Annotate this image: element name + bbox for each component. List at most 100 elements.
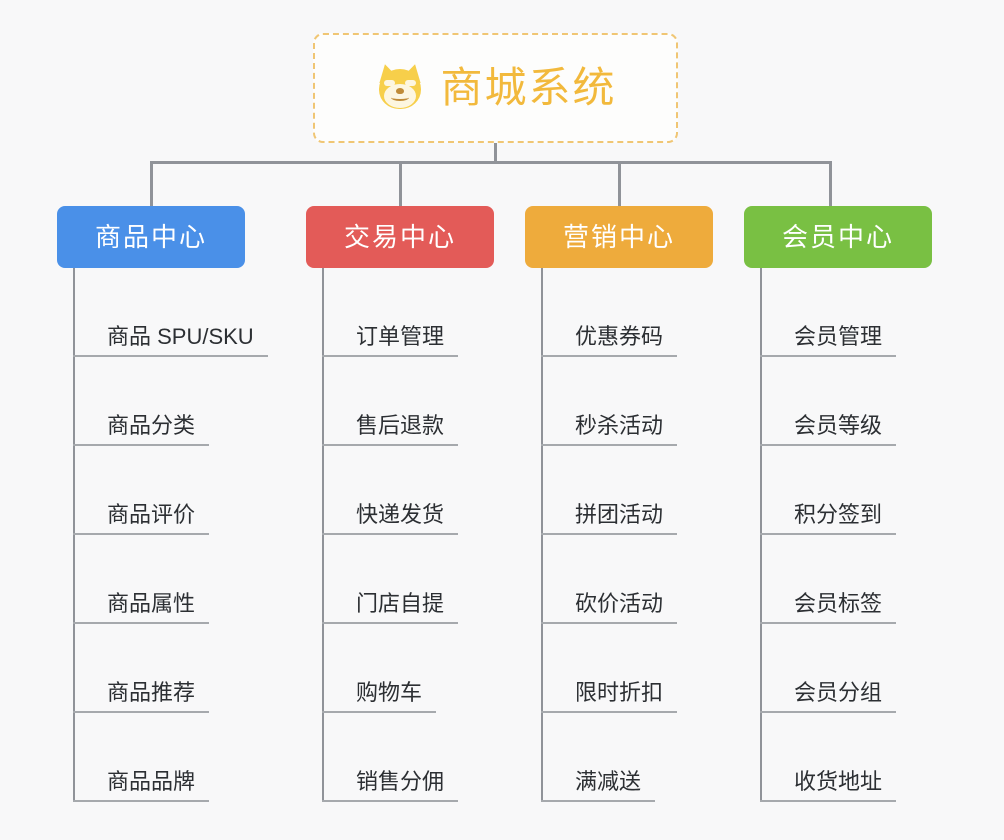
list-item[interactable]: 销售分佣 xyxy=(322,713,494,802)
list-item[interactable]: 砍价活动 xyxy=(541,535,713,624)
category-items-4: 会员管理 会员等级 积分签到 会员标签 会员分组 收货地址 xyxy=(760,268,932,802)
connector-drop-1 xyxy=(150,161,153,206)
list-item-label: 销售分佣 xyxy=(356,769,445,794)
list-item[interactable]: 会员管理 xyxy=(760,268,932,357)
list-item-underline xyxy=(541,800,656,802)
list-item-underline xyxy=(73,355,268,357)
list-item-underline xyxy=(73,622,210,624)
list-item-underline xyxy=(760,800,897,802)
list-item[interactable]: 门店自提 xyxy=(322,535,494,624)
category-column-1: 商品中心 商品 SPU/SKU 商品分类 商品评价 商品属性 商品推荐 xyxy=(57,206,268,802)
connector-drop-4 xyxy=(829,161,832,206)
category-items-3: 优惠券码 秒杀活动 拼团活动 砍价活动 限时折扣 满减送 xyxy=(541,268,713,802)
column-trunk-line xyxy=(322,268,324,802)
category-header-label: 营销中心 xyxy=(562,222,675,252)
connector-root-stub xyxy=(494,143,497,164)
list-item[interactable]: 满减送 xyxy=(541,713,713,802)
list-item-label: 快递发货 xyxy=(356,502,445,527)
dog-face-icon xyxy=(374,61,426,114)
list-item-label: 商品品牌 xyxy=(107,769,196,794)
list-item[interactable]: 购物车 xyxy=(322,624,494,713)
list-item[interactable]: 商品 SPU/SKU xyxy=(73,268,268,357)
list-item-underline xyxy=(322,800,459,802)
list-item-label: 商品评价 xyxy=(107,502,196,527)
column-trunk-line xyxy=(760,268,762,802)
category-header-3[interactable]: 营销中心 xyxy=(525,206,713,268)
list-item[interactable]: 商品属性 xyxy=(73,535,245,624)
list-item[interactable]: 售后退款 xyxy=(322,357,494,446)
list-item-label: 商品分类 xyxy=(107,413,196,438)
list-item-label: 优惠券码 xyxy=(575,324,664,349)
list-item-underline xyxy=(541,711,678,713)
list-item[interactable]: 秒杀活动 xyxy=(541,357,713,446)
list-item[interactable]: 商品推荐 xyxy=(73,624,245,713)
list-item-label: 砍价活动 xyxy=(575,591,664,616)
list-item[interactable]: 订单管理 xyxy=(322,268,494,357)
list-item-label: 售后退款 xyxy=(356,413,445,438)
column-trunk-line xyxy=(73,268,75,802)
list-item-underline xyxy=(760,533,897,535)
list-item[interactable]: 拼团活动 xyxy=(541,446,713,535)
list-item-label: 会员管理 xyxy=(794,324,883,349)
list-item[interactable]: 积分签到 xyxy=(760,446,932,535)
list-item[interactable]: 限时折扣 xyxy=(541,624,713,713)
list-item-underline xyxy=(760,444,897,446)
list-item-underline xyxy=(73,533,210,535)
list-item-label: 会员分组 xyxy=(794,680,883,705)
list-item-label: 订单管理 xyxy=(356,324,445,349)
list-item-label: 商品 SPU/SKU xyxy=(107,324,254,349)
list-item-label: 限时折扣 xyxy=(575,680,664,705)
category-header-4[interactable]: 会员中心 xyxy=(744,206,932,268)
list-item-label: 商品推荐 xyxy=(107,680,196,705)
root-title: 商城系统 xyxy=(440,64,617,111)
list-item-underline xyxy=(541,355,678,357)
connector-horizontal-bus xyxy=(150,161,832,164)
list-item[interactable]: 商品品牌 xyxy=(73,713,245,802)
list-item[interactable]: 商品评价 xyxy=(73,446,245,535)
connector-drop-3 xyxy=(618,161,621,206)
list-item-underline xyxy=(73,711,210,713)
connector-drop-2 xyxy=(399,161,402,206)
category-header-1[interactable]: 商品中心 xyxy=(57,206,245,268)
list-item-label: 积分签到 xyxy=(794,502,883,527)
list-item[interactable]: 商品分类 xyxy=(73,357,245,446)
list-item-label: 购物车 xyxy=(356,680,423,705)
category-items-1: 商品 SPU/SKU 商品分类 商品评价 商品属性 商品推荐 商品品牌 xyxy=(73,268,268,802)
list-item-label: 会员等级 xyxy=(794,413,883,438)
list-item-label: 秒杀活动 xyxy=(575,413,664,438)
list-item-label: 满减送 xyxy=(575,769,642,794)
list-item-underline xyxy=(541,622,678,624)
list-item-underline xyxy=(541,533,678,535)
category-column-4: 会员中心 会员管理 会员等级 积分签到 会员标签 会员分组 xyxy=(744,206,932,802)
list-item[interactable]: 会员标签 xyxy=(760,535,932,624)
list-item-label: 商品属性 xyxy=(107,591,196,616)
category-header-label: 商品中心 xyxy=(94,222,207,252)
list-item[interactable]: 快递发货 xyxy=(322,446,494,535)
list-item-underline xyxy=(760,355,897,357)
list-item-underline xyxy=(322,711,437,713)
list-item[interactable]: 会员等级 xyxy=(760,357,932,446)
list-item-underline xyxy=(760,711,897,713)
list-item-label: 拼团活动 xyxy=(575,502,664,527)
category-column-2: 交易中心 订单管理 售后退款 快递发货 门店自提 购物车 xyxy=(306,206,494,802)
list-item-label: 门店自提 xyxy=(356,591,445,616)
list-item-label: 会员标签 xyxy=(794,591,883,616)
list-item-underline xyxy=(322,622,459,624)
root-node[interactable]: 商城系统 xyxy=(313,33,678,143)
category-column-3: 营销中心 优惠券码 秒杀活动 拼团活动 砍价活动 限时折扣 xyxy=(525,206,713,802)
list-item-underline xyxy=(322,355,459,357)
list-item-underline xyxy=(322,533,459,535)
list-item-underline xyxy=(73,444,210,446)
category-items-2: 订单管理 售后退款 快递发货 门店自提 购物车 销售分佣 xyxy=(322,268,494,802)
list-item-underline xyxy=(760,622,897,624)
list-item-underline xyxy=(73,800,210,802)
list-item-underline xyxy=(322,444,459,446)
list-item[interactable]: 会员分组 xyxy=(760,624,932,713)
column-trunk-line xyxy=(541,268,543,802)
list-item[interactable]: 收货地址 xyxy=(760,713,932,802)
category-header-2[interactable]: 交易中心 xyxy=(306,206,494,268)
category-header-label: 交易中心 xyxy=(343,222,456,252)
list-item[interactable]: 优惠券码 xyxy=(541,268,713,357)
category-header-label: 会员中心 xyxy=(781,222,894,252)
